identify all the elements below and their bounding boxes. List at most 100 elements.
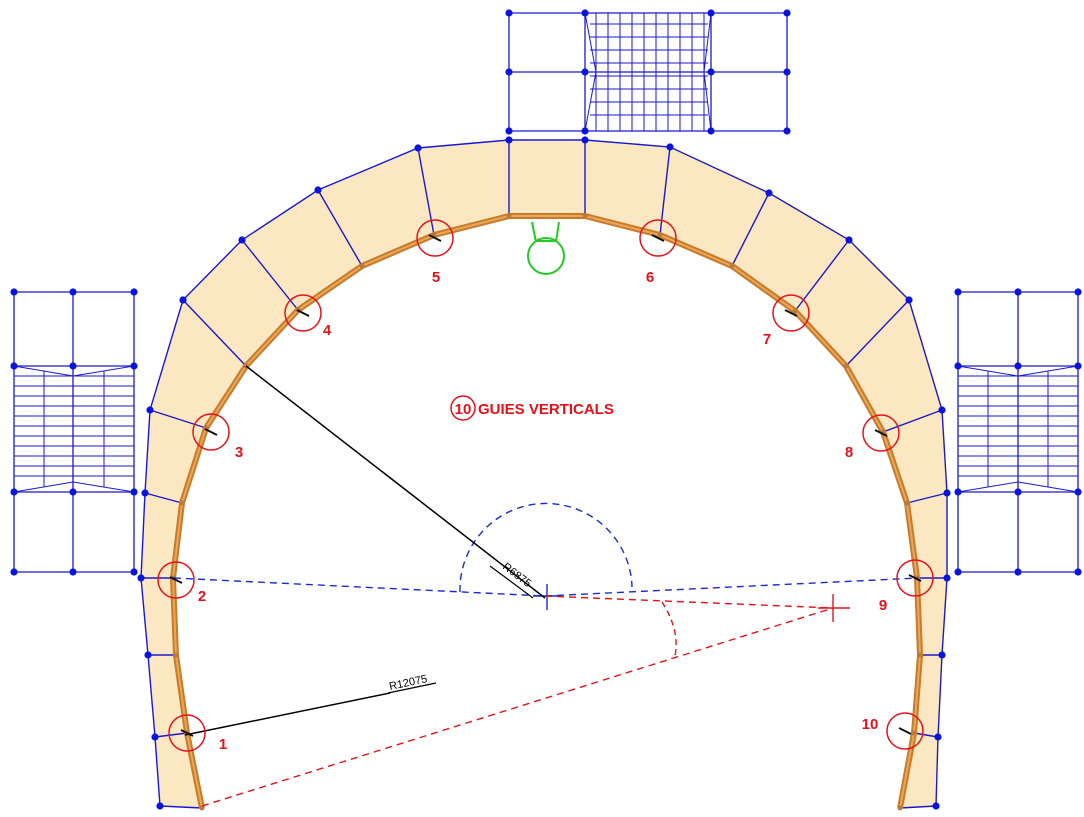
lining-node [359,263,365,269]
lining-segment [141,493,182,578]
lining-node [729,263,735,269]
circle-marker-icon [772,294,810,332]
scaffold-node [1014,488,1022,496]
lining-band-inner [172,215,921,809]
lining-segment [732,193,849,311]
lining-node [911,730,917,736]
lining-node [897,805,903,811]
radial-member [159,805,203,809]
lining-segment [318,148,434,266]
radial-member [149,409,207,429]
circle-marker-icon [284,294,322,332]
radius-label-outer: R12075 [388,673,428,693]
lining-node [843,363,849,369]
radius-line-outer [184,692,391,736]
guide-bolt-icon [784,309,798,317]
lining-node [179,500,185,506]
scaffold-node [505,68,513,76]
radial-member [906,492,948,504]
marker-label: 3 [235,444,243,461]
marker-label: 2 [198,588,206,605]
scaffold-node [130,288,138,296]
frame-node [934,733,942,741]
lining-node [792,308,798,314]
title-text: GUIES VERTICALS [478,401,614,418]
scaffold-top [505,9,791,135]
title-badge-number: 10 [455,401,472,418]
radial-member [144,492,183,504]
scaffold-node [69,288,77,296]
marker-label: 4 [323,322,332,339]
scaffold-node [707,127,715,135]
scaffold-node [10,362,18,370]
guide-bolt-icon [428,234,442,242]
stair-brace [703,12,712,73]
scaffold-node [1074,362,1082,370]
frame-node [146,406,154,414]
guide-bolt-icon [874,429,888,437]
radius-line-inner [245,365,546,599]
scaffold-node [581,127,589,135]
scaffold-node [954,362,962,370]
marker-label: 10 [862,716,879,733]
lining-segment [509,140,585,216]
scaffold-node [783,9,791,17]
frame-node [137,574,145,582]
guide-bolt-icon [908,574,922,582]
spring-line-right [544,577,919,597]
scaffold-towers [10,9,1082,576]
circle-marker-icon [192,413,230,451]
construction-axes [173,502,919,807]
guide-bolt-icon [204,428,218,436]
lining-node [199,805,205,811]
circle-marker-icon [168,714,206,752]
marker-label: 9 [879,597,887,614]
marker-label: 6 [646,269,654,286]
scaffold-left [10,288,138,576]
scaffold-node [130,362,138,370]
scaffold-node [69,488,77,496]
frame-node [581,136,589,144]
scaffold-node [1014,362,1022,370]
frame-node [943,574,951,582]
scaffold-node [130,568,138,576]
scaffold-node [581,68,589,76]
lining-node [917,652,923,658]
lining-segment [585,140,670,235]
scaffold-node [130,488,138,496]
marker-label: 5 [432,269,440,286]
lining-segment [242,190,362,310]
radial-member [317,189,363,267]
outer-frame-line [140,139,948,807]
scaffold-node [505,9,513,17]
radius-underline-inner [489,565,534,599]
circle-marker-icon [416,219,454,257]
lining-node [173,652,179,658]
frame-node [156,802,164,810]
title-badge: 10 GUIES VERTICALS [450,395,614,421]
scaffold-node [783,127,791,135]
marker-label: 8 [845,444,853,461]
radial-member [913,732,939,738]
guide-bolt-icon [651,234,665,242]
frame-node [845,236,853,244]
scaffold-node [10,288,18,296]
arc-inner-center-icon [459,502,633,593]
radial-member [794,239,850,312]
radial-member [882,409,943,433]
lining-segment [418,140,509,235]
frame-node [765,189,773,197]
drain-pipe-icon [527,221,565,275]
lining-segment [141,578,176,655]
lining-segment [900,733,938,808]
frame-node [238,236,246,244]
scaffold-node [1074,288,1082,296]
radial-member [182,299,247,367]
frame-node [151,733,159,741]
scaffold-node [10,568,18,576]
angle-arc-icon [661,601,677,657]
frame-node [314,186,322,194]
circle-marker-icon [862,414,900,452]
